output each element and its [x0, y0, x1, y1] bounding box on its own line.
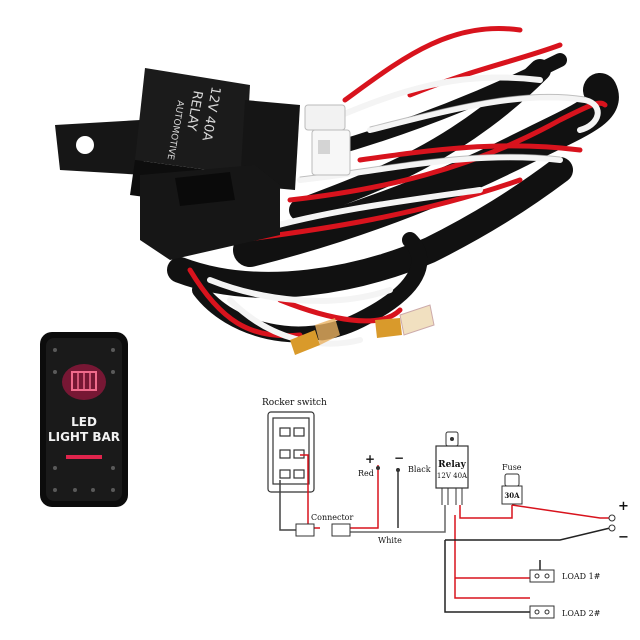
white-connector-photo [304, 104, 351, 176]
switch-label-line2: LIGHT BAR [48, 430, 120, 444]
white-label: White [378, 536, 402, 545]
diagram-connector: Connector [295, 513, 353, 537]
battery-negative-wire [445, 527, 611, 541]
diagram-load-2: LOAD 2# [529, 605, 601, 619]
fuse-rating: 30A [504, 491, 520, 500]
load-2-label: LOAD 2# [562, 609, 601, 618]
diagram-load-1: LOAD 1# [529, 569, 601, 583]
switch-dots [53, 348, 115, 492]
indicator-led [66, 455, 102, 459]
diagram-battery-terminals: + − [608, 499, 629, 545]
red-power-wire [350, 465, 379, 529]
spade-terminals-photo [290, 304, 435, 355]
relay-label-line2: RELAY [183, 89, 205, 132]
white-wire [350, 505, 446, 533]
diagram-black-terminal: − Black [394, 451, 431, 474]
load-1-label: LOAD 1# [562, 572, 601, 581]
battery-positive-wire [511, 504, 610, 519]
light-bar-icon [62, 364, 106, 400]
diagram-red-terminal: + Red [358, 452, 380, 478]
rocker-switch-label: Rocker switch [262, 398, 327, 408]
battery-minus-symbol: − [618, 530, 629, 545]
switch-label-line1: LED [71, 415, 97, 429]
diagram-rocker-switch: Rocker switch [262, 398, 327, 493]
red-plus-symbol: + [365, 452, 375, 466]
fuse-holder-photo [140, 165, 280, 260]
diagram-relay: Relay 12V 40A [435, 431, 469, 505]
red-label: Red [358, 469, 374, 478]
switch-black-wire [279, 480, 296, 531]
relay-label-line2: 12V 40A [437, 472, 468, 480]
mounting-hole [76, 136, 94, 154]
fuse-label: Fuse [502, 463, 522, 472]
relay-label-line1: Relay [438, 460, 466, 470]
load-negative-wire [444, 540, 530, 613]
battery-plus-symbol: + [618, 499, 629, 514]
load-positive-wire [454, 515, 530, 599]
diagram-fuse: Fuse 30A [501, 463, 523, 505]
black-label: Black [408, 465, 431, 474]
connector-label: Connector [311, 513, 353, 522]
black-minus-symbol: − [394, 451, 404, 465]
